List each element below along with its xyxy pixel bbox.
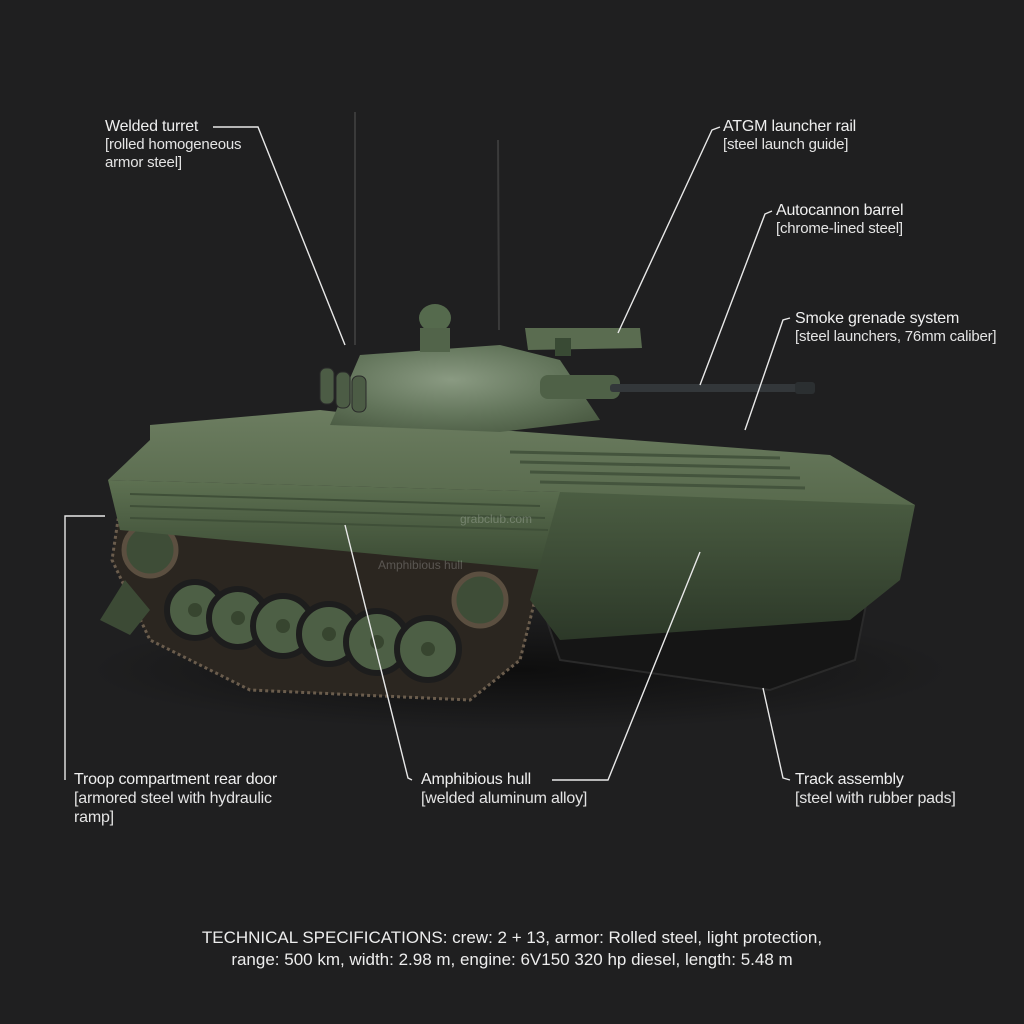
callout-material: [welded aluminum alloy] — [421, 790, 588, 807]
technical-specifications: TECHNICAL SPECIFICATIONS: crew: 2 + 13, … — [0, 927, 1024, 971]
specs-line-1: TECHNICAL SPECIFICATIONS: crew: 2 + 13, … — [201, 928, 823, 947]
turret — [330, 345, 600, 432]
atgm-rail — [525, 328, 642, 350]
rear-ramp — [100, 580, 150, 635]
callout-material: [rolled homogeneous — [105, 136, 242, 153]
callout-material: [steel with rubber pads] — [795, 790, 956, 807]
hull-deck — [108, 410, 915, 520]
callout-smoke-grenade-system: Smoke grenade system [steel launchers, 7… — [795, 309, 997, 346]
callout-material: [steel launch guide] — [723, 136, 849, 153]
callout-amphibious-hull: Amphibious hull [welded aluminum alloy] — [421, 770, 587, 808]
callout-track-assembly: Track assembly [steel with rubber pads] — [795, 770, 956, 808]
callout-material: ramp] — [74, 809, 114, 826]
callout-title: ATGM launcher rail — [723, 118, 857, 135]
callout-welded-turret: Welded turret [rolled homogeneous armor … — [105, 117, 242, 172]
callout-title: Track assembly — [795, 771, 904, 788]
callout-atgm-launcher-rail: ATGM launcher rail [steel launch guide] — [723, 117, 856, 154]
antenna-right — [497, 139, 500, 331]
smoke-launchers — [319, 367, 367, 413]
autocannon-mantlet — [540, 375, 620, 399]
engine-grilles — [509, 450, 806, 490]
callout-title: Autocannon barrel — [776, 202, 904, 219]
callout-title: Amphibious hull — [421, 771, 531, 788]
autocannon-barrel — [610, 384, 800, 392]
watermark-hull: Amphibious hull — [378, 558, 463, 572]
callout-title: Troop compartment rear door — [74, 771, 277, 788]
callout-material: [armored steel with hydraulic — [74, 790, 272, 807]
callout-title: Welded turret — [105, 118, 199, 135]
callout-material: armor steel] — [105, 154, 182, 171]
callout-title: Smoke grenade system — [795, 310, 960, 327]
front-idler — [451, 571, 509, 629]
callout-material: [chrome-lined steel] — [776, 220, 903, 237]
callout-material: [steel launchers, 76mm caliber] — [795, 328, 997, 345]
callout-autocannon-barrel: Autocannon barrel [chrome-lined steel] — [776, 201, 904, 238]
watermark-site: grabclub.com — [460, 512, 533, 526]
specs-line-2: range: 500 km, width: 2.98 m, engine: 6V… — [231, 950, 793, 969]
callout-troop-compartment-rear-door: Troop compartment rear door [armored ste… — [74, 770, 277, 827]
